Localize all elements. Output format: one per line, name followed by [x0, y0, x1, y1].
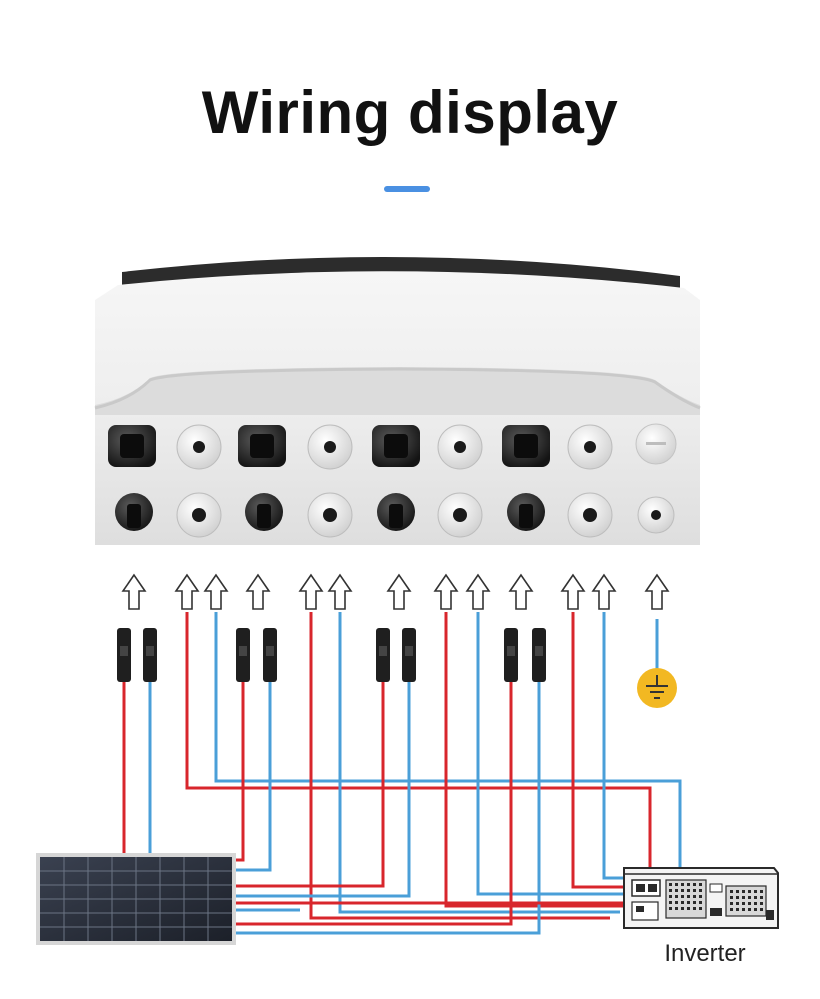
inverter [623, 867, 779, 929]
cable-gland [437, 424, 483, 470]
positive-wire [236, 680, 513, 926]
positive-wire [185, 612, 652, 868]
mc4-pair [117, 628, 157, 682]
connector-row-top [108, 423, 677, 470]
up-arrow-icon [433, 573, 459, 610]
positive-wire [571, 612, 624, 889]
up-arrow-icon [560, 573, 586, 610]
mc4-connector [115, 493, 153, 531]
arrow-row [121, 573, 670, 610]
title-underline [384, 186, 430, 192]
blanking-plug [635, 423, 677, 465]
negative-wire [338, 612, 620, 914]
up-arrow-icon [203, 573, 229, 610]
mc4-pair [376, 628, 416, 682]
mc4-connector [377, 493, 415, 531]
up-arrow-icon [644, 573, 670, 610]
positive-wire [444, 612, 624, 908]
cable-gland [567, 492, 613, 538]
up-arrow-icon [591, 573, 617, 610]
page-title: Wiring display [201, 79, 619, 146]
up-arrow-icon [327, 573, 353, 610]
cable-gland [307, 492, 353, 538]
positive-wire [309, 612, 610, 920]
mc4-connector [238, 425, 286, 467]
wires [122, 612, 682, 935]
up-arrow-icon [386, 573, 412, 610]
cable-gland [176, 492, 222, 538]
negative-wire [236, 680, 272, 872]
mc4-pair [504, 628, 546, 682]
mc4-connector [108, 425, 156, 467]
negative-wire [476, 612, 624, 896]
ground-icon [637, 668, 677, 708]
negative-wire [236, 680, 411, 898]
mc4-connector [245, 493, 283, 531]
cable-gland [567, 424, 613, 470]
up-arrow-icon [121, 573, 147, 610]
up-arrow-icon [298, 573, 324, 610]
inverter-label: Inverter [664, 940, 746, 967]
up-arrow-icon [245, 573, 271, 610]
up-arrow-icon [174, 573, 200, 610]
negative-wire [602, 612, 624, 880]
cable-gland [307, 424, 353, 470]
negative-wire [214, 612, 682, 868]
positive-wire [236, 680, 245, 862]
connector-row-bottom [115, 492, 675, 538]
mc4-pair [236, 628, 277, 682]
mc4-connector [507, 493, 545, 531]
solar-panel [36, 853, 236, 945]
positive-wire [236, 680, 385, 888]
mc4-connector [372, 425, 420, 467]
up-arrow-icon [508, 573, 534, 610]
negative-wire [236, 680, 541, 935]
cable-gland [437, 492, 483, 538]
cable-gland [176, 424, 222, 470]
mc4-connector [502, 425, 550, 467]
cable-gland-small [637, 496, 675, 534]
up-arrow-icon [465, 573, 491, 610]
